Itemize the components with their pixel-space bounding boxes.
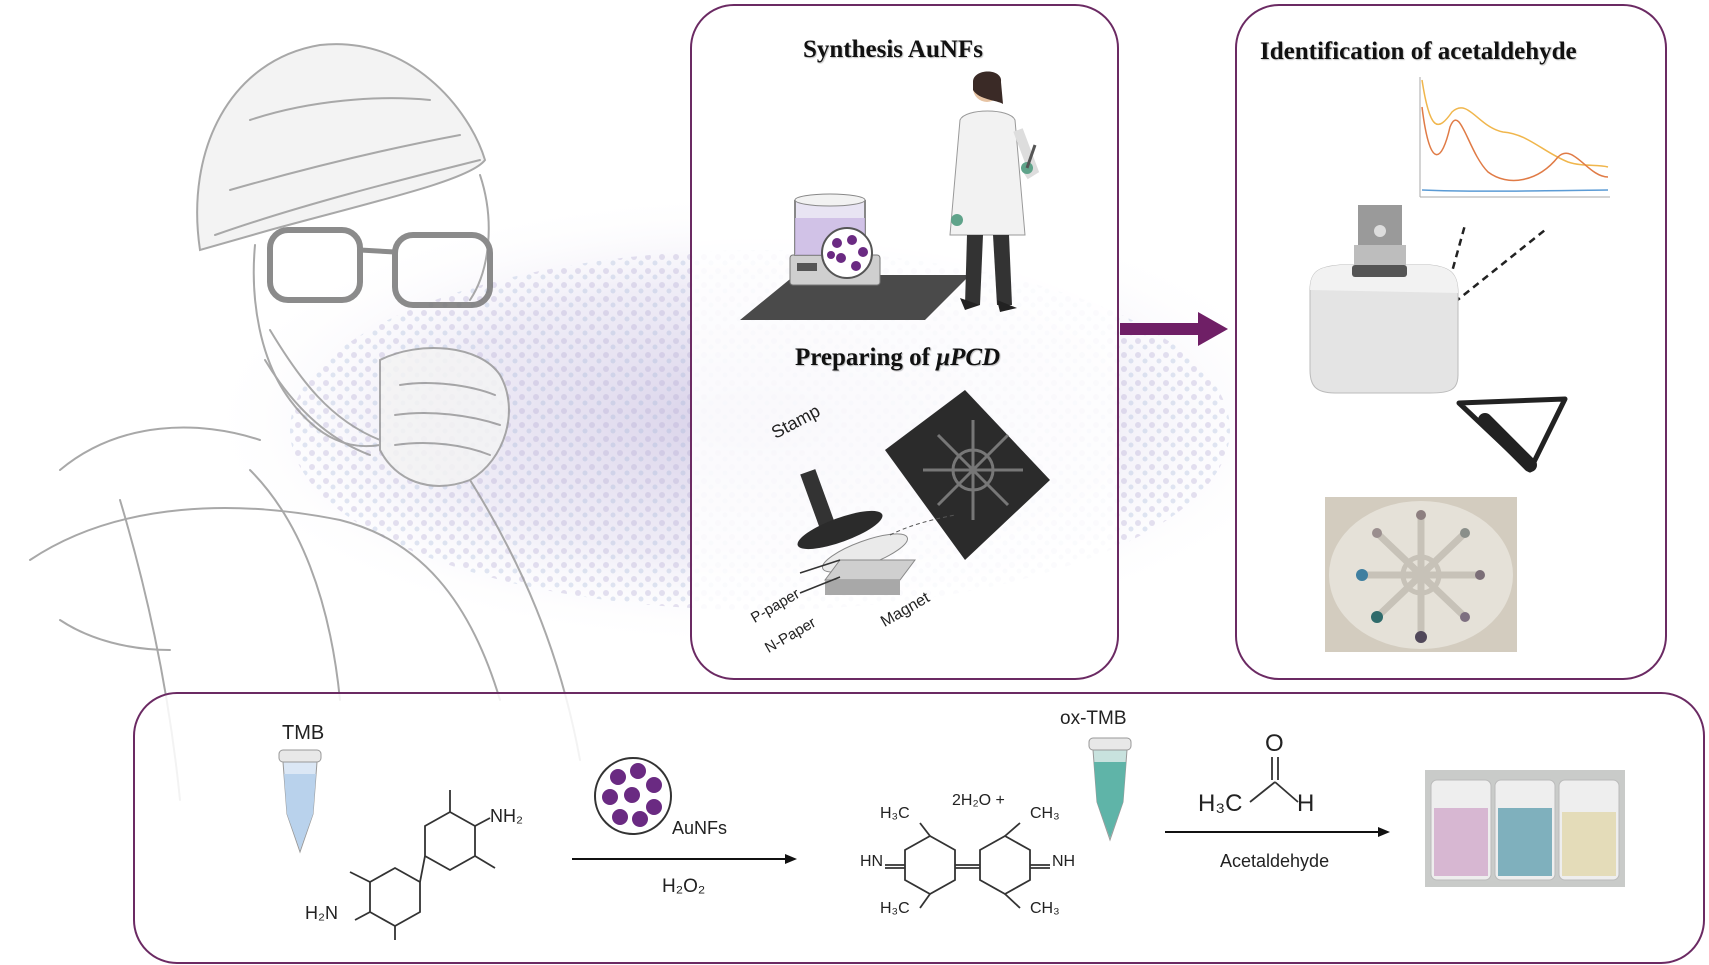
ox-tmb-tube-icon bbox=[1088, 737, 1132, 842]
mupcd-device-photo bbox=[1325, 497, 1517, 652]
synthesis-title: Synthesis AuNFs bbox=[803, 36, 983, 63]
aunfs-nanoflower-icon bbox=[821, 227, 873, 279]
ox-tmb-h3c-top-label: H₃C bbox=[880, 805, 910, 822]
ox-tmb-h3c-bottom-label: H₃C bbox=[880, 900, 910, 917]
water-label: 2H₂O + bbox=[952, 792, 1005, 809]
hotplate-base bbox=[740, 275, 970, 320]
tmb-nh2-label: NH₂ bbox=[490, 806, 523, 826]
process-arrow bbox=[1120, 312, 1228, 346]
tmb-tube-icon bbox=[278, 749, 322, 854]
aunfs-label: AuNFs bbox=[672, 818, 728, 838]
acetaldehyde-label: Acetaldehyde bbox=[1220, 851, 1330, 871]
ox-tmb-ch3-top-label: CH₃ bbox=[1030, 805, 1060, 822]
aldehyde-h3c-label: H₃C bbox=[1198, 790, 1243, 817]
ox-tmb-nh-label: NH bbox=[1052, 853, 1076, 870]
preparing-title: Preparing of μPCD bbox=[795, 344, 1000, 372]
tmb-h2n-label: H₂N bbox=[305, 903, 338, 923]
reaction-arrow-2 bbox=[1165, 827, 1390, 837]
color-vials-photo bbox=[1425, 770, 1625, 887]
ox-tmb-hn-label: HN bbox=[860, 853, 884, 870]
ox-tmb-ch3-bottom-label: CH₃ bbox=[1030, 900, 1060, 917]
stamp-tool bbox=[797, 469, 956, 595]
uv-vis-spectrum-thumbnail bbox=[1419, 77, 1610, 198]
synthesis-illustration bbox=[740, 71, 1040, 320]
acetaldehyde-structure bbox=[1249, 757, 1299, 803]
identification-title: Identification of acetaldehyde bbox=[1260, 38, 1577, 65]
spectrophotometer-illustration bbox=[1309, 205, 1546, 394]
aunfs-catalyst-icon bbox=[594, 757, 672, 835]
aldehyde-h-label: H bbox=[1297, 790, 1315, 817]
reaction-arrow-1 bbox=[572, 854, 797, 864]
coughing-man-sketch bbox=[29, 43, 581, 801]
tmb-structure bbox=[349, 790, 496, 940]
ox-tmb-structure bbox=[885, 822, 1050, 909]
mupcd-stamp-plate bbox=[885, 390, 1050, 560]
preparing-title-italic: μPCD bbox=[936, 344, 1001, 371]
aldehyde-o-label: O bbox=[1265, 730, 1284, 757]
stamp-illustration bbox=[797, 390, 1050, 595]
eye-icon bbox=[1456, 396, 1568, 473]
preparing-title-prefix: Preparing of bbox=[795, 344, 937, 371]
tmb-label: TMB bbox=[282, 722, 325, 744]
scientist-figure bbox=[949, 71, 1040, 312]
h2o2-label: H₂O₂ bbox=[662, 876, 706, 897]
ox-tmb-label: ox-TMB bbox=[1060, 708, 1127, 729]
